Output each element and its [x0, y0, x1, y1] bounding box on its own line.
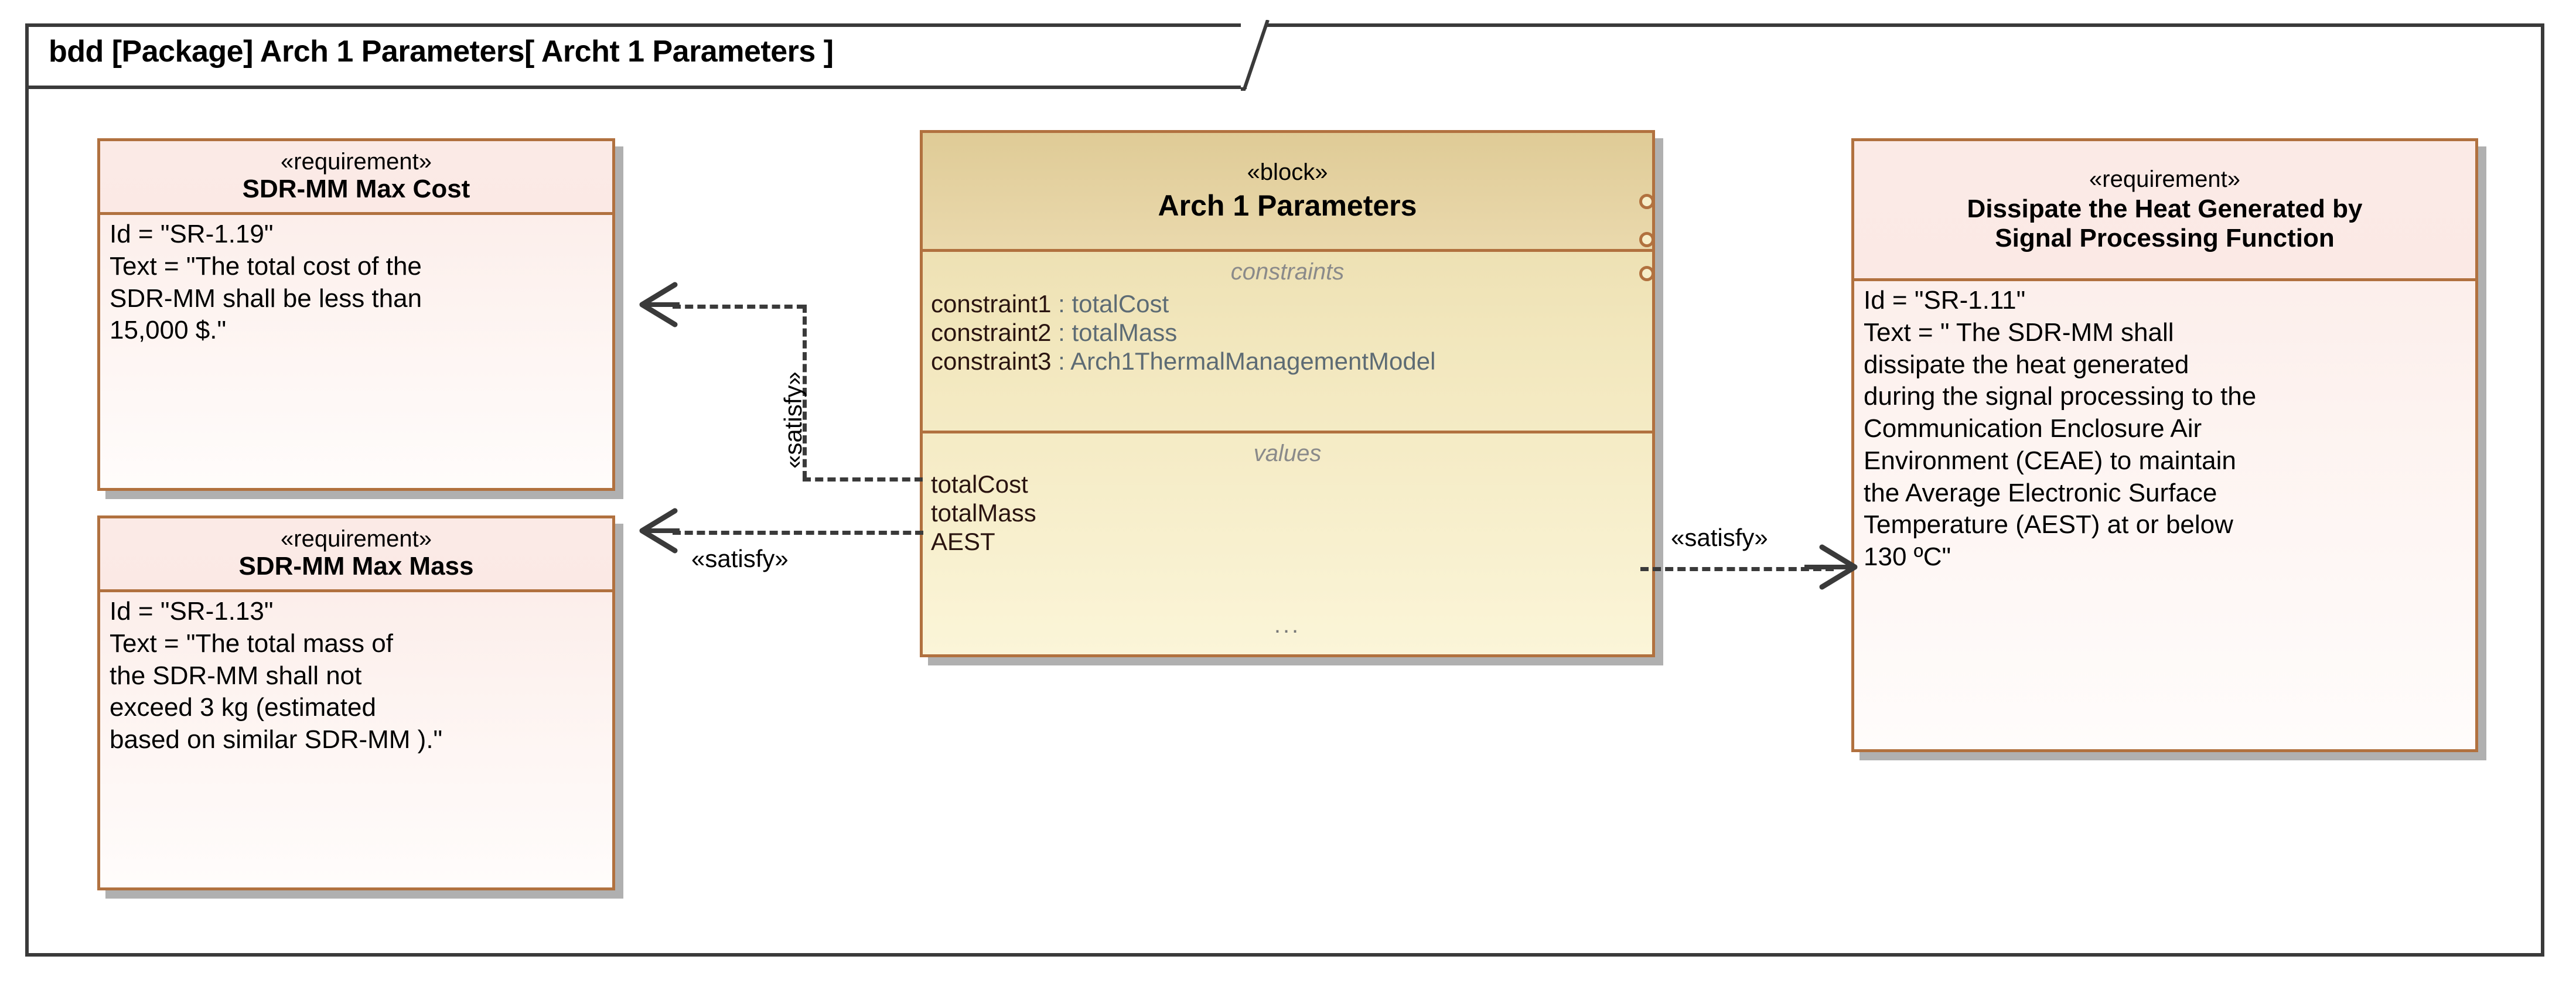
- node-body: «requirement» Dissipate the Heat Generat…: [1851, 138, 2478, 752]
- values-compartment: values totalCost totalMass AEST ...: [923, 433, 1652, 651]
- constraint-name: constraint1: [931, 290, 1052, 317]
- connector-segment-horizontal-lower: [803, 477, 923, 482]
- port-total-mass-icon[interactable]: [1639, 232, 1654, 247]
- constraints-compartment: constraints constraint1 : totalCost cons…: [923, 252, 1652, 433]
- properties-compartment: Id = "SR-1.11" Text = " The SDR-MM shall…: [1854, 281, 2475, 573]
- property-text: Text = "The total cost of the SDR-MM sha…: [110, 251, 422, 345]
- constraint-separator: :: [1051, 347, 1071, 375]
- requirement-node-sdr-mm-max-cost[interactable]: «requirement» SDR-MM Max Cost Id = "SR-1…: [97, 138, 623, 499]
- constraint-item[interactable]: constraint3 : Arch1ThermalManagementMode…: [923, 347, 1652, 375]
- constraint-item[interactable]: constraint2 : totalMass: [923, 318, 1652, 347]
- connector-segment-vertical: [803, 305, 807, 479]
- property-id: Id = "SR-1.13": [110, 597, 274, 626]
- property-text: Text = " The SDR-MM shall dissipate the …: [1864, 317, 2257, 572]
- constraint-type: totalCost: [1072, 290, 1169, 317]
- constraint-separator: :: [1051, 319, 1072, 347]
- node-header: «requirement» SDR-MM Max Mass: [100, 518, 612, 592]
- constraints-compartment-label: constraints: [1230, 259, 1345, 285]
- node-body: «requirement» SDR-MM Max Cost Id = "SR-1…: [97, 138, 615, 491]
- values-compartment-label: values: [1253, 441, 1322, 466]
- diagram-title: bdd [Package] Arch 1 Parameters[ Archt 1…: [49, 35, 834, 69]
- node-header: «requirement» Dissipate the Heat Generat…: [1854, 141, 2475, 281]
- property-id: Id = "SR-1.11": [1864, 286, 2026, 315]
- node-body: «requirement» SDR-MM Max Mass Id = "SR-1…: [97, 515, 615, 890]
- value-property-item[interactable]: AEST: [931, 528, 995, 556]
- stereotype-label: «requirement»: [281, 526, 432, 552]
- node-name-label: Dissipate the Heat Generated by Signal P…: [1967, 194, 2363, 252]
- value-property-item[interactable]: totalMass: [931, 499, 1036, 527]
- connector-arrowhead-icon: [1804, 542, 1869, 595]
- stereotype-label: «requirement»: [2089, 166, 2240, 193]
- node-name-label: Arch 1 Parameters: [1158, 189, 1417, 222]
- stereotype-label: «block»: [1247, 159, 1328, 186]
- connector-segment-horizontal: [1640, 567, 1834, 571]
- constraint-type: Arch1ThermalManagementModel: [1070, 347, 1436, 375]
- properties-compartment: Id = "SR-1.13" Text = "The total mass of…: [100, 592, 612, 756]
- properties-compartment: Id = "SR-1.19" Text = "The total cost of…: [100, 215, 612, 347]
- constraint-name: constraint3: [931, 347, 1052, 375]
- node-name-label: SDR-MM Max Cost: [242, 175, 470, 204]
- connector-arrowhead-icon: [609, 506, 680, 558]
- connector-label-satisfy: «satisfy»: [779, 371, 807, 469]
- port-total-cost-icon[interactable]: [1639, 194, 1654, 209]
- connector-label-satisfy: «satisfy»: [691, 545, 789, 572]
- constraint-name: constraint2: [931, 319, 1052, 347]
- requirement-node-dissipate-heat[interactable]: «requirement» Dissipate the Heat Generat…: [1851, 138, 2486, 760]
- constraint-item[interactable]: constraint1 : totalCost: [923, 289, 1652, 318]
- diagram-frame-header-tab: bdd [Package] Arch 1 Parameters[ Archt 1…: [25, 20, 1270, 93]
- constraint-separator: :: [1051, 290, 1072, 317]
- constraint-type: totalMass: [1072, 319, 1178, 347]
- requirement-node-sdr-mm-max-mass[interactable]: «requirement» SDR-MM Max Mass Id = "SR-1…: [97, 515, 623, 899]
- property-id: Id = "SR-1.19": [110, 220, 274, 248]
- node-name-label: SDR-MM Max Mass: [238, 552, 474, 581]
- node-header: «requirement» SDR-MM Max Cost: [100, 141, 612, 215]
- connector-segment-horizontal: [673, 305, 805, 309]
- more-features-ellipsis[interactable]: ...: [1274, 612, 1301, 638]
- connector-segment-horizontal: [673, 531, 923, 535]
- frame-tab-notch-icon: [1241, 20, 1271, 93]
- value-property-item[interactable]: totalCost: [931, 470, 1028, 498]
- frame-tab-body: [25, 23, 1247, 89]
- stereotype-label: «requirement»: [281, 149, 432, 175]
- connector-label-satisfy: «satisfy»: [1671, 524, 1768, 551]
- connector-arrowhead-icon: [609, 280, 680, 332]
- block-node-arch-1-parameters[interactable]: «block» Arch 1 Parameters constraints co…: [920, 130, 1663, 665]
- node-body: «block» Arch 1 Parameters constraints co…: [920, 130, 1655, 657]
- property-text: Text = "The total mass of the SDR-MM sha…: [110, 629, 443, 754]
- port-aest-icon[interactable]: [1639, 266, 1654, 281]
- node-header: «block» Arch 1 Parameters: [923, 133, 1652, 252]
